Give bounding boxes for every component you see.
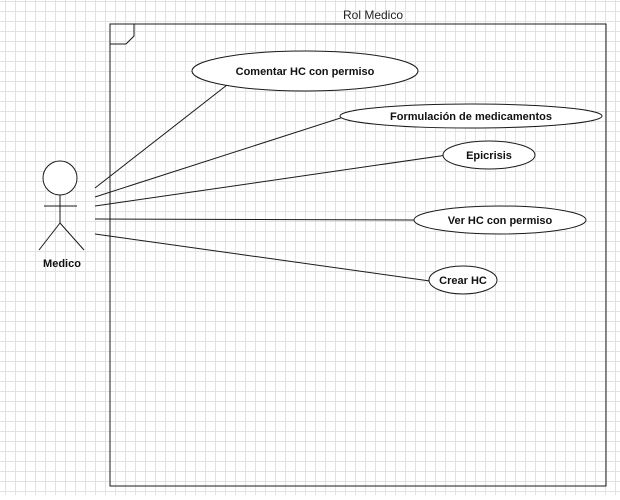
association-line-formulacion [94, 112, 357, 198]
actor-name: Medico [43, 258, 81, 270]
association-line-comentar [94, 84, 228, 189]
use-case-ellipse [428, 265, 498, 295]
actor-left-leg [38, 222, 61, 251]
system-boundary-rect [109, 23, 607, 487]
use-case-formulacion[interactable]: Formulación de medicamentos [339, 103, 603, 129]
system-boundary[interactable] [109, 23, 607, 487]
association-line-epicrisis [94, 154, 448, 207]
actor-medico[interactable] [38, 160, 85, 251]
association-line-crear-hc [94, 233, 431, 282]
use-case-ellipse [191, 50, 419, 92]
use-case-ver-hc[interactable]: Ver HC con permiso [413, 205, 587, 235]
use-case-ellipse [442, 140, 536, 170]
use-case-label: Comentar HC con permiso [236, 66, 375, 78]
use-case-epicrisis[interactable]: Epicrisis [442, 140, 536, 170]
use-case-crear-hc[interactable]: Crear HC [428, 265, 498, 295]
actor-head [42, 160, 78, 196]
use-case-ellipse [339, 103, 603, 129]
use-case-ellipse [413, 205, 587, 235]
system-boundary-tab [110, 24, 135, 45]
system-title: Rol Medico [343, 8, 403, 22]
association-line-ver-hc [94, 218, 416, 221]
use-case-label: Ver HC con permiso [448, 215, 553, 227]
associations [94, 84, 448, 282]
use-case-label: Epicrisis [466, 150, 512, 162]
actor-right-leg [59, 222, 85, 251]
use-case-comentar-hc[interactable]: Comentar HC con permiso [191, 50, 419, 92]
use-case-label: Crear HC [439, 275, 487, 287]
use-case-label: Formulación de medicamentos [390, 111, 552, 123]
